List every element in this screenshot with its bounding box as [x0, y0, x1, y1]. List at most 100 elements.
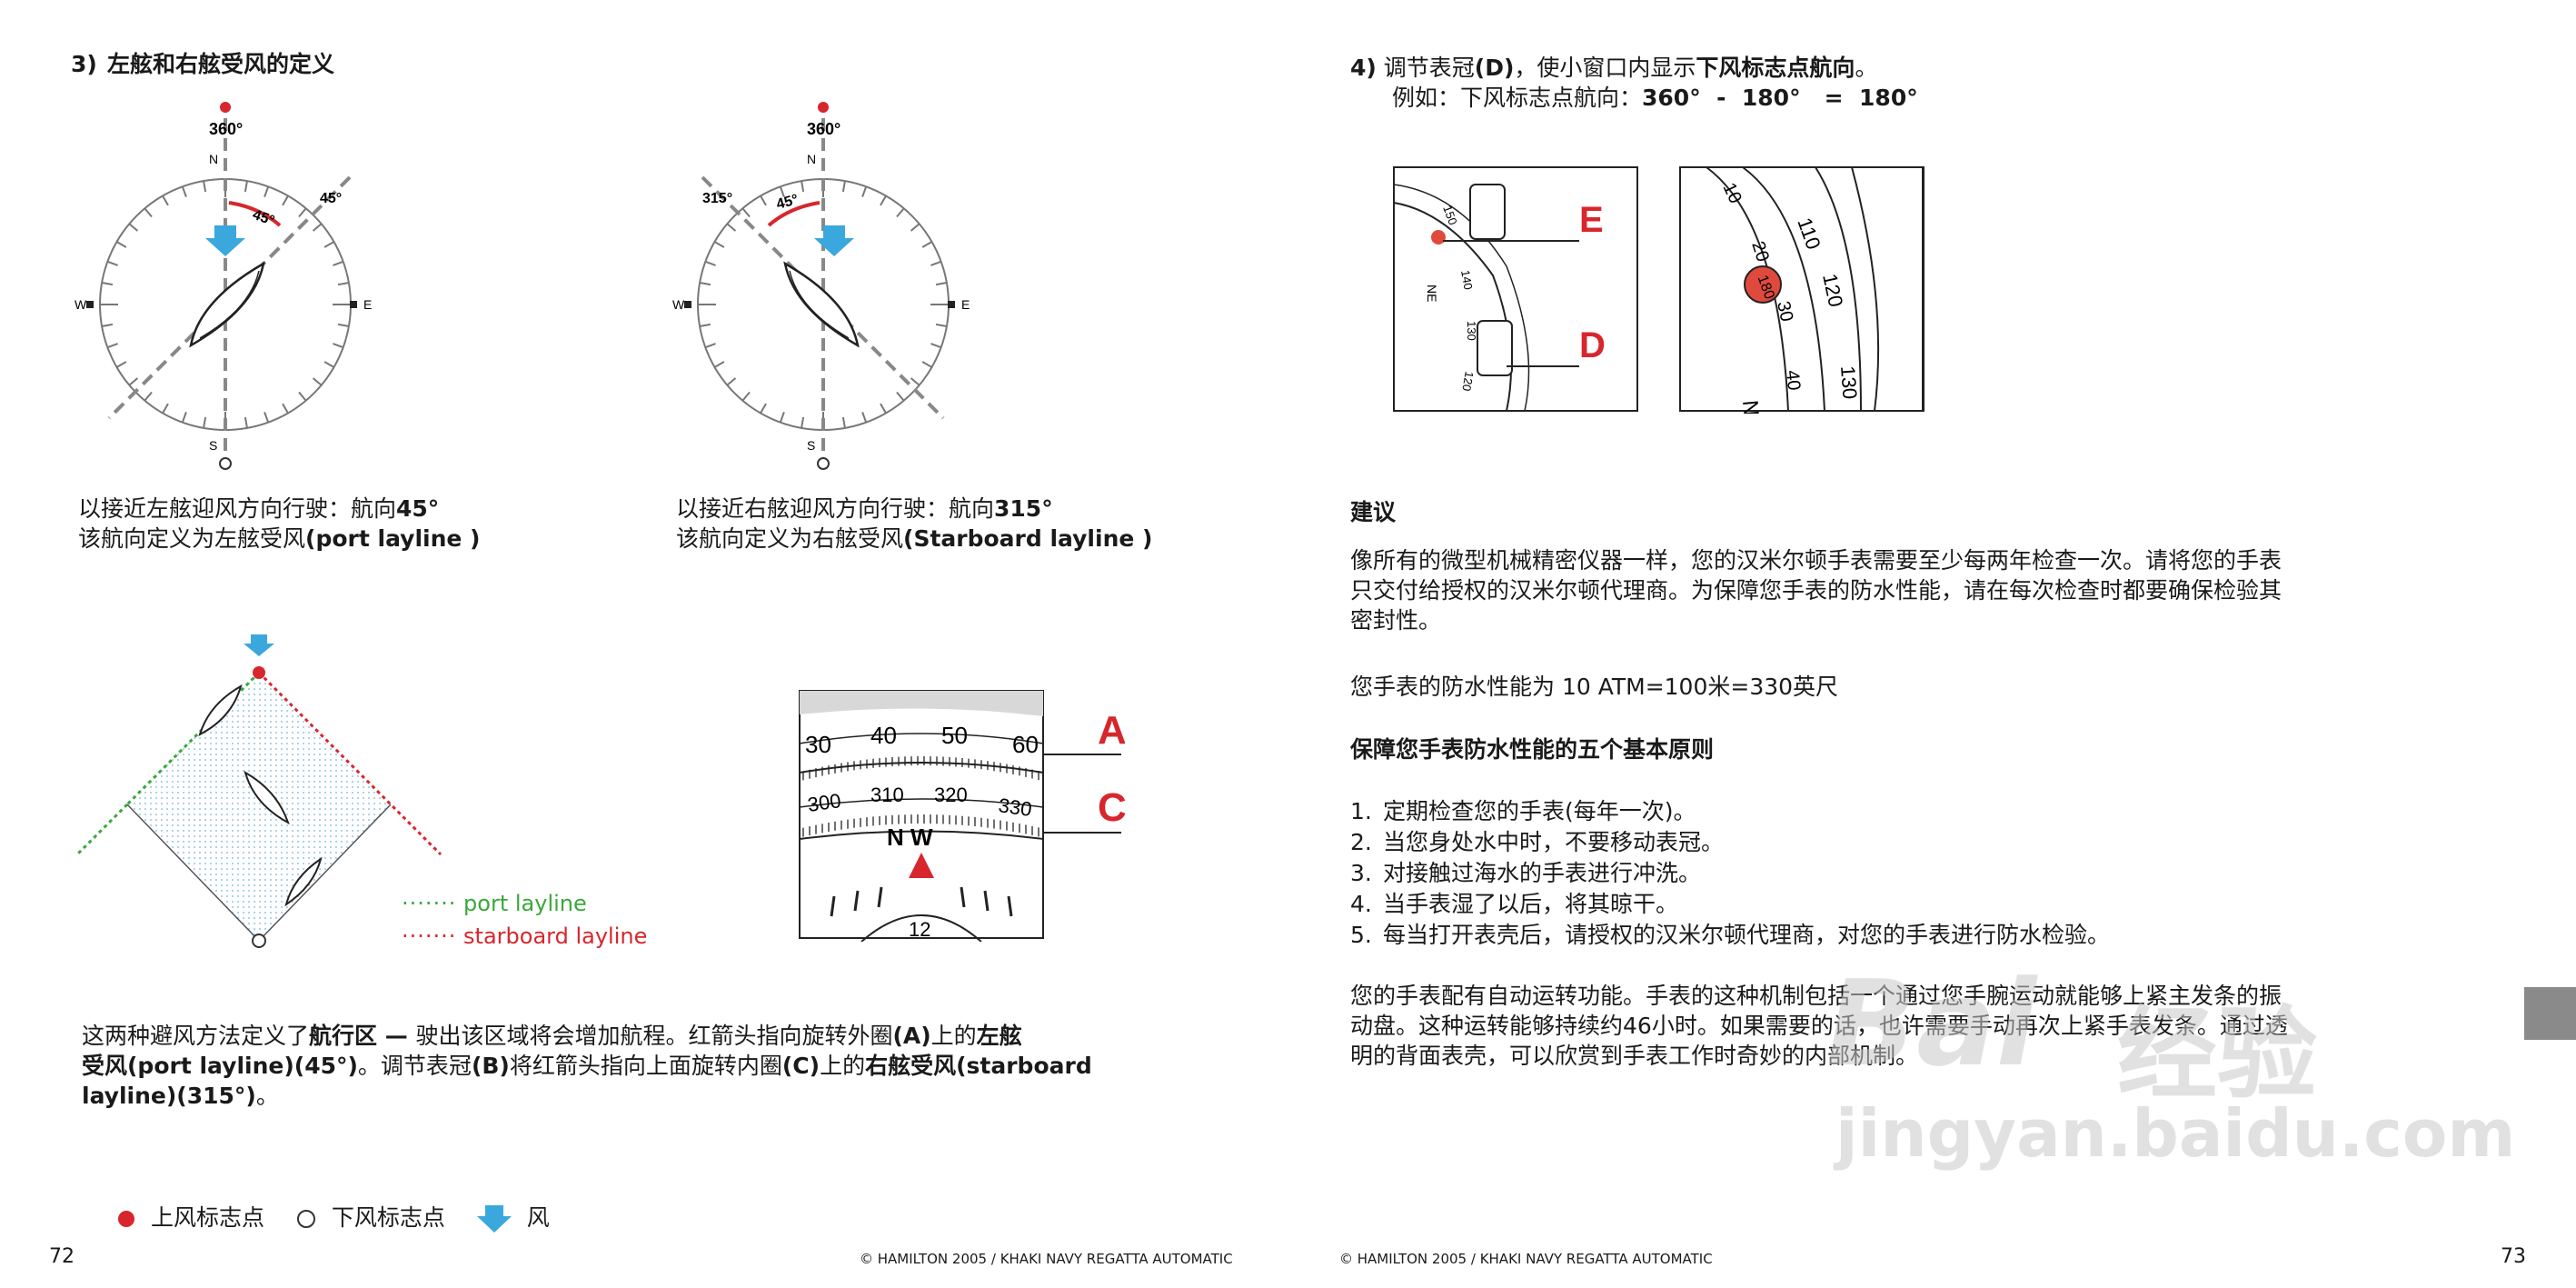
compass-tick — [880, 195, 887, 206]
crown-tick: 150 — [1440, 204, 1460, 227]
dial-index — [983, 890, 990, 912]
compass-tick — [181, 412, 187, 424]
twelve-label: 12 — [909, 918, 930, 941]
caption-starboard-line2: 该航向定义为右舷受风(Starboard layline ) — [676, 525, 1153, 552]
boat-icon — [244, 770, 290, 825]
inner-tick-label: 300 — [806, 789, 842, 816]
compass-tick — [704, 260, 716, 266]
compass-tick — [101, 323, 114, 327]
zoom-n: N — [1737, 399, 1763, 414]
compass-s: S — [807, 438, 815, 453]
section-4-example: 例如：下风标志点航向：360° - 180° = 180° — [1392, 85, 1918, 111]
automatic-line: 您的手表配有自动运转功能。手表的这种机制包括一个通过您手腕运动就能够上紧主发条的… — [1350, 983, 2283, 1009]
compass-e: E — [961, 297, 970, 312]
compass-tick — [760, 195, 767, 206]
compass-tick — [128, 223, 139, 232]
window-zoom-image: 180 10 110 20 120 30 40 130 N — [1679, 166, 1925, 414]
compass-tick — [935, 323, 948, 327]
footer-left: © HAMILTON 2005 / KHAKI NAVY REGATTA AUT… — [860, 1251, 1233, 1267]
list-item: 1.定期检查您的手表(每年一次)。 — [1350, 798, 1696, 824]
compass-tick — [298, 207, 307, 218]
compass-tick — [162, 195, 169, 206]
compass-tick — [162, 403, 169, 414]
east-marker — [350, 301, 357, 308]
list-item: 5.每当打开表壳后，请授权的汉米尔顿代理商，对您的手表进行防水检验。 — [1350, 922, 2111, 948]
footer-right: © HAMILTON 2005 / KHAKI NAVY REGATTA AUT… — [1339, 1251, 1713, 1267]
compass-tick — [115, 361, 127, 368]
angle-arc — [767, 201, 821, 227]
compass-tick — [726, 377, 737, 386]
section-3-title: 左舷和右舷受风的定义 — [107, 49, 334, 80]
upwind-mark — [253, 666, 265, 679]
outer-tick-label: 40 — [870, 722, 897, 749]
compass-tick — [312, 377, 323, 386]
automatic-line: 明的背面表壳，可以欣赏到手表工作时奇妙的内部机制。 — [1350, 1043, 1919, 1069]
nw-label: N W — [887, 824, 933, 851]
ne-label: NE — [1425, 285, 1439, 302]
compass-tick — [741, 207, 751, 218]
compass-tick — [779, 412, 785, 424]
zoom-tick: 40 — [1782, 369, 1804, 391]
upwind-mark-icon — [118, 1211, 134, 1227]
list-item: 4.当手表湿了以后，将其晾干。 — [1350, 891, 1679, 917]
upwind-mark — [220, 102, 231, 113]
compass-tick — [699, 323, 711, 327]
compass-tick — [337, 323, 350, 327]
section-3-number: 3) — [71, 51, 97, 77]
zone-paragraph-line2: 受风(port layline)(45°)。调节表冠(B)将红箭头指向上面旋转内… — [82, 1053, 1092, 1079]
watermark-jingyan: 经验 — [2117, 996, 2317, 1113]
compass-tick — [779, 185, 785, 197]
caption-port-line1: 以接近左舷迎风方向行驶：航向45° — [78, 495, 440, 522]
crown-e — [1469, 184, 1506, 240]
legend-starboard-layline: ······· starboard layline — [402, 924, 648, 949]
west-marker — [86, 301, 94, 308]
caption-port-line2: 该航向定义为左舷受风(port layline ) — [78, 525, 481, 552]
compass-tick — [106, 343, 118, 349]
zone-paragraph-line3: layline)(315°)。 — [82, 1083, 279, 1109]
compass-tick — [930, 260, 942, 266]
west-marker — [684, 301, 691, 308]
compass-tick — [935, 282, 948, 286]
upwind-mark — [818, 102, 829, 113]
compass-tick — [841, 180, 846, 193]
advice-line: 密封性。 — [1350, 607, 1442, 634]
compass-port-diagram: 360° N S W E 45° 45° — [75, 102, 372, 470]
compass-tick — [910, 223, 920, 232]
water-resistance-line: 您手表的防水性能为 10 ATM=100米=330英尺 — [1350, 674, 1839, 700]
compass-tick — [801, 416, 805, 429]
inner-tick-label: 310 — [870, 784, 904, 806]
angle-mark-label: 315° — [702, 191, 732, 206]
compass-tick — [726, 223, 737, 232]
compass-tick — [896, 207, 905, 218]
compass-tick — [861, 412, 868, 424]
section-3-title-text: 左舷和右舷受风的定义 — [107, 51, 335, 77]
crown-tick: 140 — [1458, 269, 1476, 291]
compass-tick — [203, 180, 207, 193]
bezel-dial-detail: 30 40 50 60 300 310 320 330 N W 12 A C — [799, 690, 1125, 942]
wind-arrow-icon — [244, 634, 274, 656]
compass-tick — [144, 391, 153, 402]
dial-index — [960, 886, 966, 908]
watermark-baidu: Bai — [1826, 954, 2037, 1093]
list-item: 2.当您身处水中时，不要移动表冠。 — [1350, 829, 1725, 855]
compass-starboard-diagram: 360° N S W E 45° 315° — [672, 102, 970, 470]
crown-tick: 130 — [1465, 321, 1478, 341]
dial-index — [877, 886, 883, 908]
crown-tick: 120 — [1459, 370, 1477, 392]
compass-s: S — [209, 438, 217, 453]
outer-tick-label: 30 — [805, 731, 831, 758]
compass-tick — [741, 391, 751, 402]
compass-tick — [704, 343, 716, 349]
page-number-left: 72 — [49, 1245, 75, 1268]
compass-tick — [298, 391, 307, 402]
compass-tick — [713, 361, 725, 368]
advice-line: 像所有的微型机械精密仪器一样，您的汉米尔顿手表需要至少每两年检查一次。请将您的手… — [1350, 547, 2283, 574]
angle-arc-label: 45° — [251, 207, 277, 229]
compass-tick — [841, 416, 846, 429]
sailing-zone — [127, 673, 391, 941]
angle-mark-label: 45° — [320, 191, 342, 206]
advice-line: 只交付给授权的汉米尔顿代理商。为保障您手表的防水性能，请在每次检查时都要确保检验… — [1350, 577, 2283, 604]
rules-title: 保障您手表防水性能的五个基本原则 — [1350, 736, 1715, 763]
outer-tick-label: 60 — [1012, 731, 1039, 758]
dial-index — [1007, 895, 1013, 917]
